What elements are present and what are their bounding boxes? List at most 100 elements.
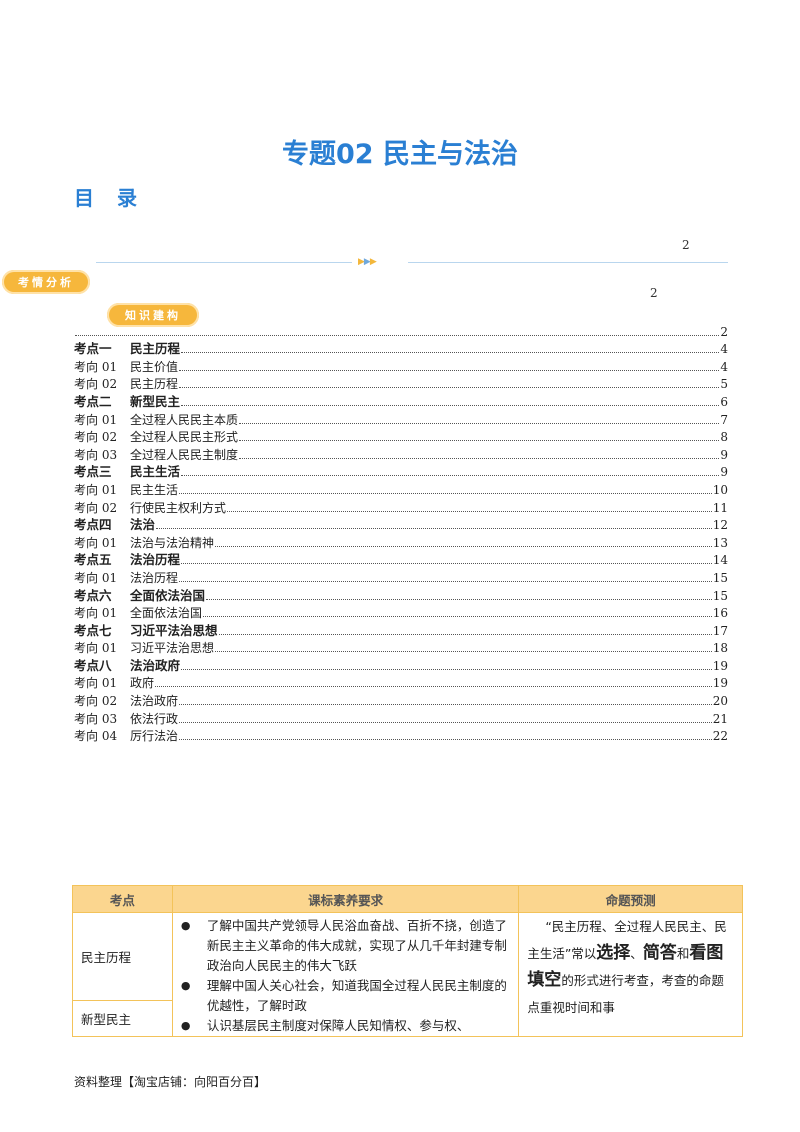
toc-row-number: 考点一 — [74, 341, 112, 357]
toc-row-page: 18 — [712, 641, 728, 656]
kaoqing-badge: 考情分析 — [2, 270, 90, 294]
table-cell-requirements: 了解中国共产党领导人民浴血奋战、百折不挠，创造了新民主主义革命的伟大成就，实现了… — [171, 912, 520, 1037]
toc-row-page: 4 — [720, 342, 728, 357]
toc-dot-leader — [239, 440, 720, 442]
toc-row-title: 厉行法治 — [130, 729, 179, 744]
toc-row-page: 7 — [720, 412, 728, 427]
toc-row-page: 22 — [712, 729, 728, 744]
table-header: 命题预测 — [518, 885, 743, 913]
toc-row-number: 考向 01 — [74, 676, 118, 691]
toc-dot-leader — [206, 598, 712, 600]
toc-dot-leader — [179, 721, 712, 723]
toc-row-number: 考向 01 — [74, 482, 118, 497]
toc-row-title: 民主生活 — [130, 464, 181, 480]
toc-row-label: 考向 01 民主生活 — [74, 482, 178, 498]
toc-row-number: 考点六 — [74, 587, 112, 603]
toc-row-page: 16 — [712, 606, 728, 621]
toc-row-page: 6 — [720, 394, 728, 409]
toc-row-title: 依法行政 — [130, 711, 179, 726]
toc-row-label: 考点七习近平法治思想 — [74, 623, 218, 639]
toc-row-page: 9 — [720, 447, 728, 462]
toc-row-title: 习近平法治思想 — [130, 641, 215, 656]
toc-row-number: 考点五 — [74, 552, 112, 568]
toc-row-label: 考点四 法治 — [74, 517, 155, 533]
table-cell-topic: 民主历程 — [72, 912, 173, 1001]
toc-row-title: 全过程人民民主形式 — [130, 430, 239, 445]
toc-page-number: 2 — [682, 238, 690, 252]
toc-dot-leader — [215, 651, 712, 653]
toc-row[interactable]: 2 — [74, 322, 728, 340]
toc-dot-leader — [179, 369, 720, 371]
toc-dot-leader — [75, 334, 720, 336]
toc-row[interactable]: 考点三民主生活 9 — [74, 463, 728, 481]
arrows-icon: ▶▶▶ — [358, 257, 377, 267]
toc-row-label: 考点八 法治政府 — [74, 658, 180, 674]
toc-row-number: 考向 01 — [74, 641, 118, 656]
toc-row-title: 新型民主 — [130, 393, 181, 409]
toc-dot-leader — [181, 475, 720, 477]
table-cell-topic: 新型民主 — [72, 999, 173, 1038]
toc-row-label: 考点六 全面依法治国 — [74, 588, 205, 604]
toc-row-page: 15 — [712, 570, 728, 585]
toc-row-title: 习近平法治思想 — [130, 622, 218, 638]
page-title: 专题02 民主与法治 — [282, 139, 518, 170]
toc-row-title: 法治 — [130, 517, 156, 533]
toc-row-page: 9 — [720, 465, 728, 480]
toc-row-label: 考点三民主生活 — [74, 464, 180, 480]
toc-heading: 目 录 — [74, 186, 145, 210]
toc-dot-leader — [218, 633, 712, 635]
toc-row-number: 考点四 — [74, 517, 112, 533]
toc-row-title: 法治历程 — [130, 570, 179, 585]
toc-dot-leader — [215, 545, 712, 547]
toc-row[interactable]: 考向 01 习近平法治思想 18 — [74, 639, 728, 657]
footer-note: 资料整理【淘宝店铺：向阳百分百】 — [74, 1075, 267, 1089]
toc-row-title: 全面依法治国 — [130, 587, 206, 603]
toc-row-title: 民主生活 — [130, 482, 179, 497]
toc-row-title: 民主价值 — [130, 359, 179, 374]
toc-row-number: 考向 01 — [74, 359, 118, 374]
toc-row-title: 法治政府 — [130, 657, 181, 673]
separator-line-right — [408, 262, 728, 263]
toc-row-number: 考向 01 — [74, 535, 118, 550]
toc-row-number: 考点八 — [74, 657, 112, 673]
toc-page-number: 2 — [650, 286, 658, 300]
toc-row-number: 考向 03 — [74, 447, 118, 462]
toc-row-page: 21 — [712, 711, 728, 726]
toc-row-number: 考向 02 — [74, 430, 118, 445]
toc-row-title: 法治历程 — [130, 552, 181, 568]
toc-row-number: 考向 02 — [74, 694, 118, 709]
toc-dot-leader — [179, 739, 712, 741]
zhishi-badge: 知识建构 — [107, 303, 199, 327]
toc-dot-leader — [181, 563, 712, 565]
toc-dot-leader — [181, 352, 720, 354]
